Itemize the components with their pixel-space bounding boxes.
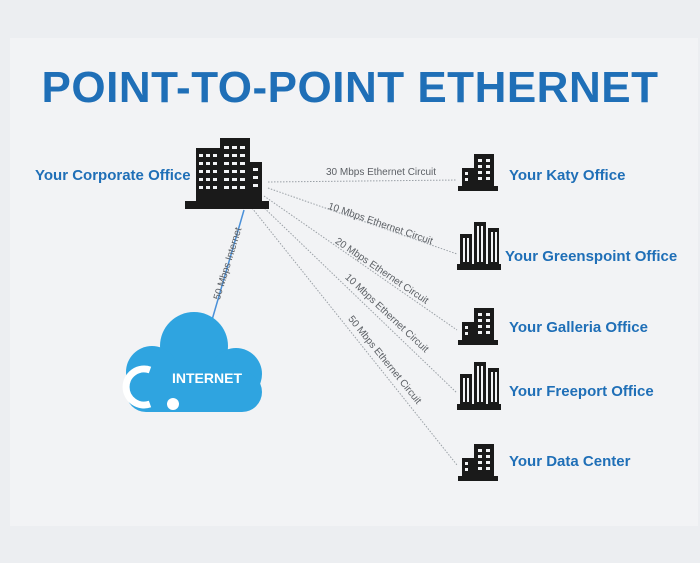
circuit-line-data-center: [251, 207, 458, 466]
office-building-icon: [185, 138, 269, 209]
circuit-line-katy: [267, 179, 458, 183]
tower-building-icon: [457, 362, 501, 410]
office-label-galleria: Your Galleria Office: [509, 319, 648, 336]
circuit-line-galleria: [263, 195, 458, 331]
office-label-greenspoint: Your Greenspoint Office: [505, 248, 678, 265]
page-title: POINT-TO-POINT ETHERNET: [41, 63, 659, 112]
diagram-panel: [10, 38, 698, 526]
internet-label: INTERNET: [172, 370, 242, 386]
small-building-icon: [458, 308, 498, 345]
circuit-line-freeport: [257, 201, 458, 394]
office-label-data-center: Your Data Center: [509, 453, 631, 470]
office-label-katy: Your Katy Office: [509, 167, 626, 184]
cloud-icon: [126, 312, 262, 412]
circuit-lines: [251, 179, 458, 466]
cloud-logo-icon: [122, 365, 179, 410]
internet-link-line: [211, 209, 245, 321]
circuit-label-katy: 30 Mbps Ethernet Circuit: [326, 167, 437, 178]
corporate-office-label: Your Corporate Office: [35, 167, 191, 184]
small-building-icon: [458, 154, 498, 191]
small-building-icon: [458, 444, 498, 481]
office-label-freeport: Your Freeport Office: [509, 383, 654, 400]
tower-building-icon: [457, 222, 501, 270]
circuit-line-greenspoint: [267, 187, 458, 255]
